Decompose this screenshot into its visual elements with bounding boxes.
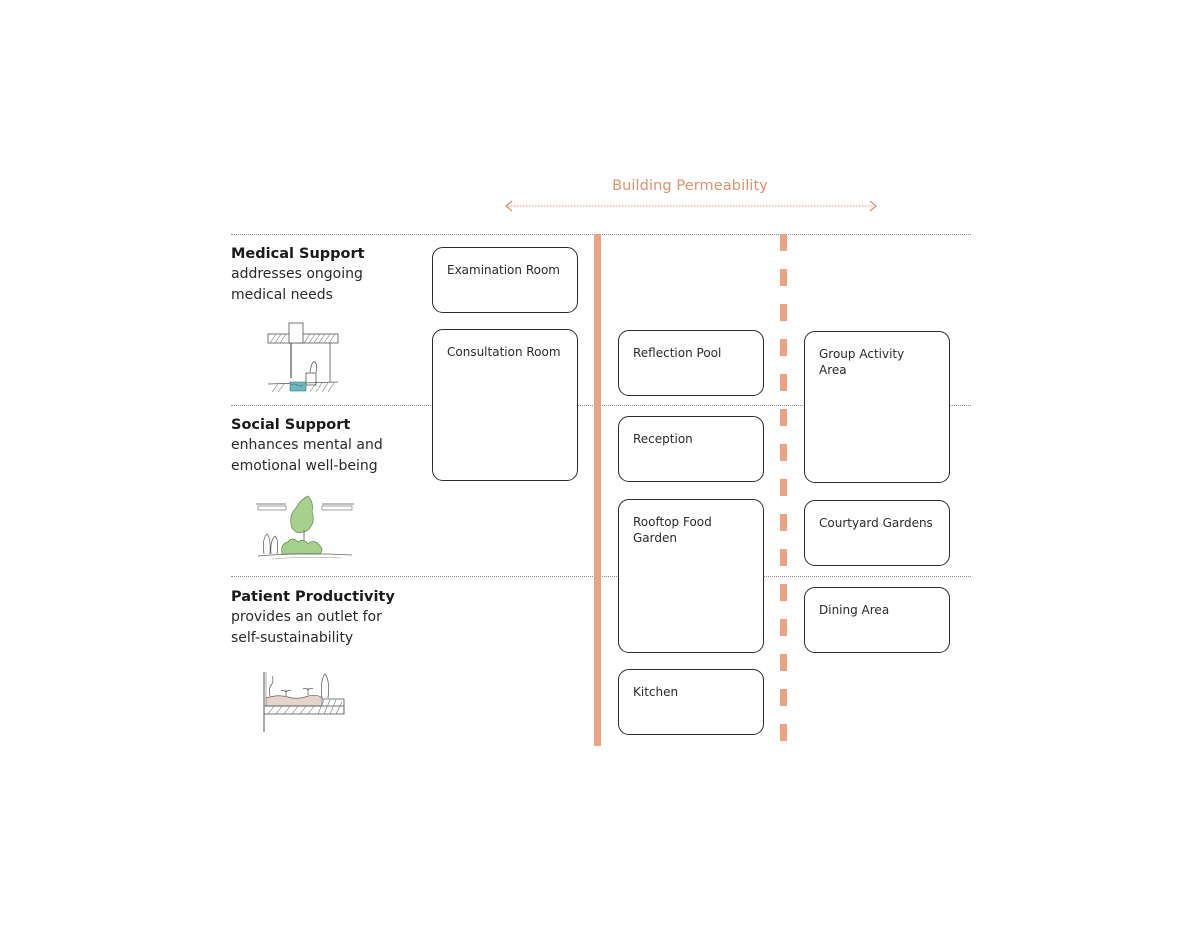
room-label: Group Activity Area — [819, 347, 905, 377]
room-label: Dining Area — [819, 603, 890, 617]
room-rooftop-food-garden[interactable]: Rooftop Food Garden — [618, 499, 764, 653]
building-permeability-label: Building Permeability — [612, 178, 768, 194]
permeable-boundary-dashed-line — [780, 234, 787, 746]
room-label: Reception — [633, 432, 693, 446]
room-dining-area[interactable]: Dining Area — [804, 587, 950, 653]
garden-tree-sketch-icon — [256, 495, 354, 560]
room-label: Courtyard Gardens — [819, 516, 933, 530]
room-label-line: Rooftop Food — [633, 515, 712, 529]
category-social-support: Social Support enhances mental and emoti… — [231, 415, 411, 476]
room-courtyard-gardens[interactable]: Courtyard Gardens — [804, 500, 950, 566]
room-kitchen[interactable]: Kitchen — [618, 669, 764, 735]
category-description-line: medical needs — [231, 286, 333, 303]
room-consultation-room[interactable]: Consultation Room — [432, 329, 578, 481]
solid-boundary-line — [594, 234, 601, 746]
row-divider-1 — [231, 405, 971, 406]
room-label: Kitchen — [633, 685, 679, 699]
room-examination-room[interactable]: Examination Room — [432, 247, 578, 313]
category-patient-productivity: Patient Productivity provides an outlet … — [231, 587, 411, 648]
category-title: Social Support — [231, 417, 351, 433]
row-divider-2 — [231, 576, 971, 577]
room-label: Consultation Room — [447, 345, 561, 359]
category-title: Medical Support — [231, 246, 365, 262]
room-reflection-pool[interactable]: Reflection Pool — [618, 330, 764, 396]
room-group-activity-area[interactable]: Group Activity Area — [804, 331, 950, 483]
room-label: Examination Room — [447, 263, 560, 277]
category-description-line: self-sustainability — [231, 629, 354, 646]
room-reception[interactable]: Reception — [618, 416, 764, 482]
category-description-line: provides an outlet for — [231, 609, 382, 625]
category-title: Patient Productivity — [231, 589, 395, 605]
category-description-line: addresses ongoing — [231, 266, 363, 282]
planter-sketch-icon — [263, 672, 345, 732]
medical-sketch-icon — [267, 322, 339, 393]
row-divider-top — [231, 234, 971, 235]
category-description-line: emotional well-being — [231, 457, 378, 474]
room-label: Reflection Pool — [633, 346, 722, 360]
room-label-line: Garden — [633, 531, 677, 545]
double-headed-arrow-icon — [504, 200, 878, 212]
category-description-line: enhances mental and — [231, 437, 383, 453]
category-medical-support: Medical Support addresses ongoing medica… — [231, 244, 411, 305]
